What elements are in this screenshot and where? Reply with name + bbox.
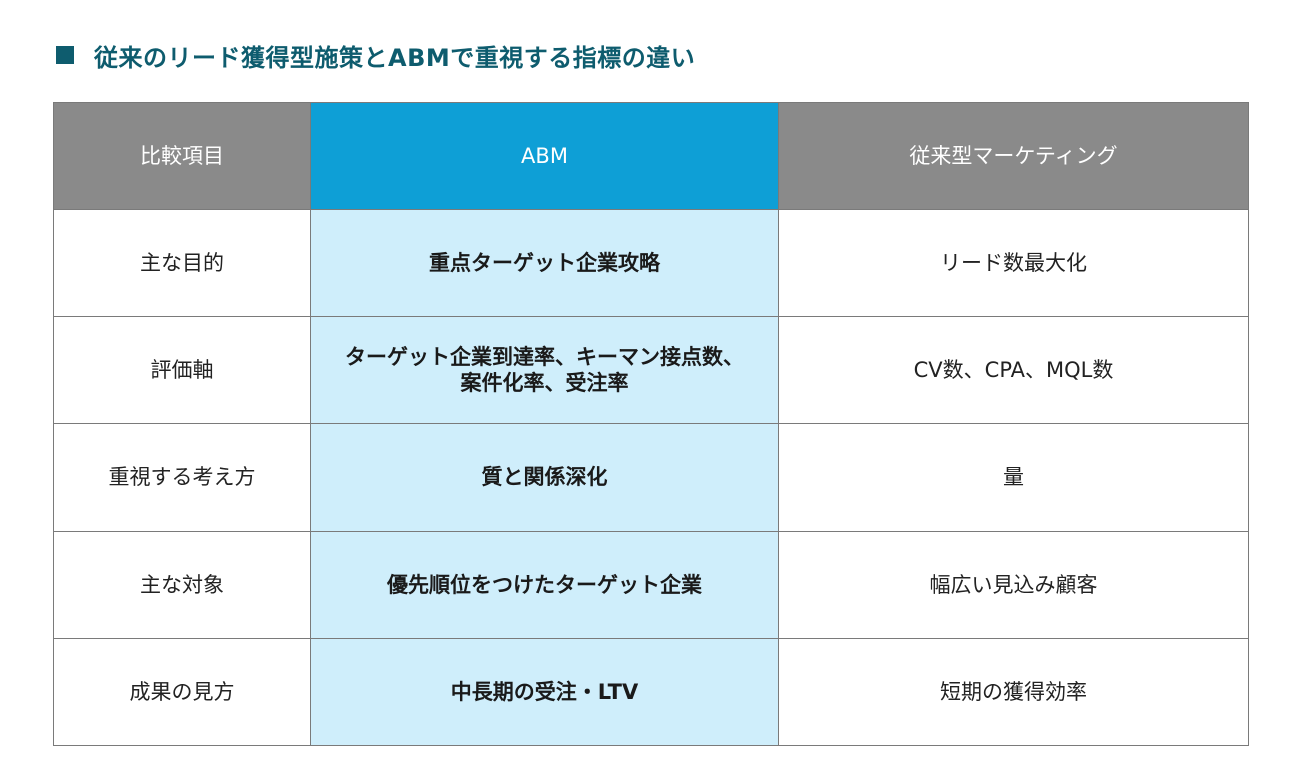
row-abm-text: 優先順位をつけたターゲット企業 (387, 572, 702, 597)
row-abm-cell: 中長期の受注・LTV (310, 637, 779, 747)
comparison-table: 比較項目 ABM 従来型マーケティング 主な目的 重点ターゲット企業攻略 リード… (53, 102, 1249, 747)
title-square-icon (56, 46, 74, 64)
row-abm-cell: 優先順位をつけたターゲット企業 (310, 530, 779, 639)
page-title-text: 従来のリード獲得型施策とABMで重視する指標の違い (94, 43, 696, 72)
table-row: 重視する考え方 質と関係深化 量 (53, 423, 1249, 532)
row-item-cell: 評価軸 (53, 316, 311, 425)
page-title: 従来のリード獲得型施策とABMで重視する指標の違い (56, 38, 695, 72)
row-item-cell: 主な対象 (53, 530, 311, 639)
table-header-row: 比較項目 ABM 従来型マーケティング (53, 102, 1249, 210)
row-abm-cell: 重点ターゲット企業攻略 (310, 208, 779, 318)
header-comparison-item: 比較項目 (53, 102, 311, 210)
row-traditional-cell: 短期の獲得効率 (778, 637, 1249, 747)
row-traditional-cell: 幅広い見込み顧客 (778, 530, 1249, 639)
row-abm-text: 中長期の受注・LTV (450, 679, 639, 704)
table-row: 成果の見方 中長期の受注・LTV 短期の獲得効率 (53, 637, 1249, 747)
row-abm-cell: 質と関係深化 (310, 423, 779, 532)
header-abm: ABM (310, 102, 779, 210)
table-row: 主な対象 優先順位をつけたターゲット企業 幅広い見込み顧客 (53, 530, 1249, 639)
row-item-cell: 成果の見方 (53, 637, 311, 747)
row-traditional-cell: CV数、CPA、MQL数 (778, 316, 1249, 425)
row-abm-cell: ターゲット企業到達率、キーマン接点数、 案件化率、受注率 (310, 316, 779, 425)
table-row: 主な目的 重点ターゲット企業攻略 リード数最大化 (53, 208, 1249, 318)
row-abm-text: 質と関係深化 (481, 465, 608, 490)
row-item-cell: 重視する考え方 (53, 423, 311, 532)
header-traditional-marketing: 従来型マーケティング (778, 102, 1249, 210)
row-traditional-cell: リード数最大化 (778, 208, 1249, 318)
row-abm-text: 重点ターゲット企業攻略 (429, 250, 660, 275)
row-traditional-cell: 量 (778, 423, 1249, 532)
table-row: 評価軸 ターゲット企業到達率、キーマン接点数、 案件化率、受注率 CV数、CPA… (53, 316, 1249, 425)
row-abm-text: ターゲット企業到達率、キーマン接点数、 案件化率、受注率 (345, 345, 744, 396)
row-item-cell: 主な目的 (53, 208, 311, 318)
